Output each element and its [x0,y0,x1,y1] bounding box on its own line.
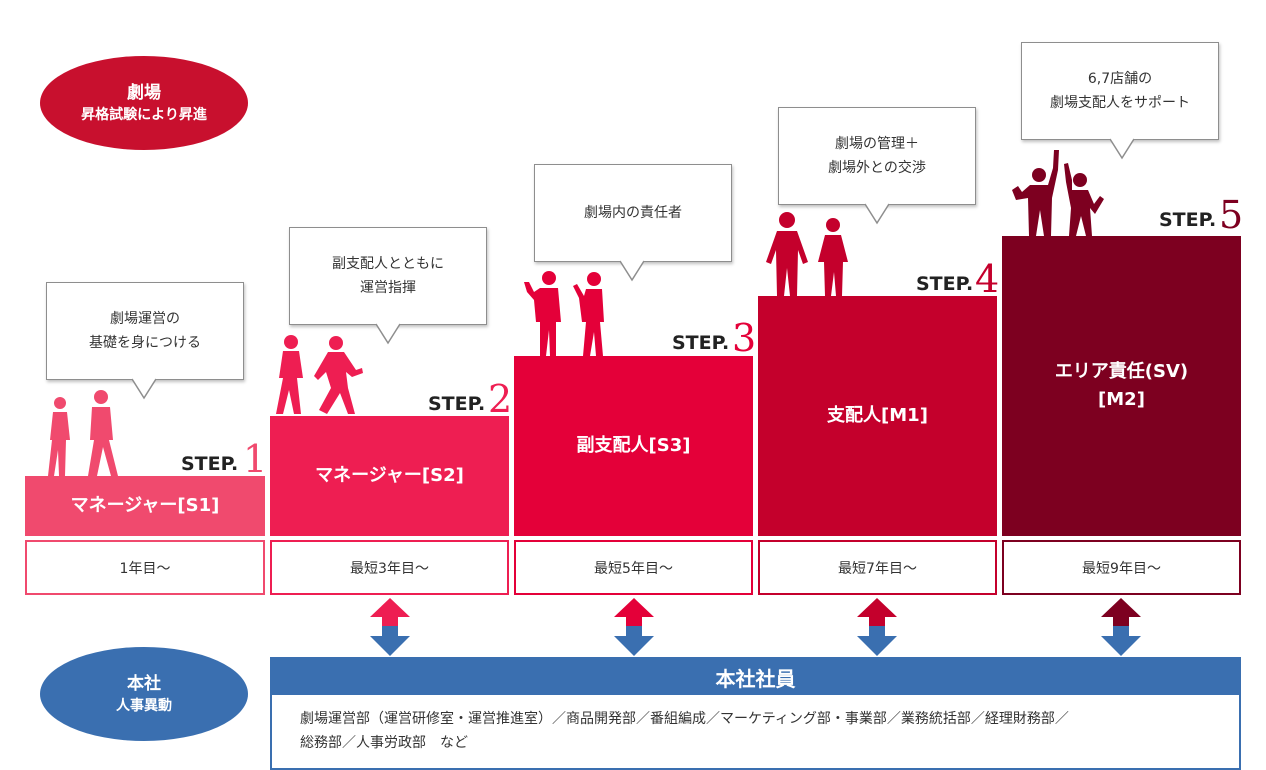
step-box-4: 支配人[M1] [758,296,997,536]
hq-label-subtitle: 人事異動 [116,698,172,714]
step-label-4: STEP. [916,273,974,295]
running-people-icon [276,335,363,414]
hq-label: 本社 人事異動 [40,647,248,741]
bubble-tail-5 [1109,138,1135,160]
year-box-1: 1年目〜 [25,540,265,595]
step-number-4: 4 [975,257,1000,301]
bubble-tail-2 [375,323,401,345]
hq-departments: 劇場運営部（運営研修室・運営推進室）／商品開発部／番組編成／マーケティング部・事… [300,711,1069,751]
double-arrow-icon-5 [1101,598,1141,656]
double-arrow-icon-4 [857,598,897,656]
step-role-4: 支配人[M1] [827,405,928,426]
theater-label-subtitle: 昇格試験により昇進 [81,107,207,123]
bubble-tail-4 [864,203,890,225]
step-label-3: STEP. [672,332,730,354]
year-text-1: 1年目〜 [119,560,171,577]
step-box-3: 副支配人[S3] [514,356,753,536]
step-label-5: STEP. [1159,209,1217,231]
step-role-1: マネージャー[S1] [70,495,220,516]
bubble-step-3: 劇場内の責任者 [534,164,732,262]
celebrating-people-icon [1012,150,1104,236]
step-number-3: 3 [732,316,757,360]
step-number-2: 2 [488,377,513,421]
bubble-tail-3 [619,260,645,282]
hq-box: 本社社員 劇場運営部（運営研修室・運営推進室）／商品開発部／番組編成／マーケティ… [270,657,1241,770]
walking-people-icon [48,390,118,476]
theater-label-title: 劇場 [127,83,161,103]
step-box-5: エリア責任(SV) [M2] [1002,236,1241,536]
bubble-step-1: 劇場運営の 基礎を身につける [46,282,244,380]
step-role-2: マネージャー[S2] [315,465,464,486]
double-arrow-icon-3 [614,598,654,656]
step-role-3: 副支配人[S3] [576,435,691,456]
step-label-2: STEP. [428,393,486,415]
step-label-1: STEP. [181,453,239,475]
hq-box-title: 本社社員 [272,659,1239,695]
year-box-2: 最短3年目〜 [270,540,509,595]
bubble-tail-1 [131,378,157,400]
year-box-5: 最短9年目〜 [1002,540,1241,595]
year-text-3: 最短5年目〜 [594,560,673,577]
step-box-1: マネージャー[S1] [25,476,265,536]
step-number-1: 1 [243,437,268,481]
step-role-5: エリア責任(SV) [1054,361,1189,382]
standing-people-icon [766,212,848,296]
step-box-2: マネージャー[S2] [270,416,509,536]
year-text-5: 最短9年目〜 [1082,560,1161,577]
theater-label: 劇場 昇格試験により昇進 [40,56,248,150]
step-role-5-line2: [M2] [1098,389,1145,410]
hq-label-title: 本社 [127,674,161,694]
pointing-people-icon [524,271,604,356]
step-number-5: 5 [1219,193,1244,237]
bubble-step-2: 副支配人とともに 運営指揮 [289,227,487,325]
year-text-4: 最短7年目〜 [838,560,917,577]
year-box-4: 最短7年目〜 [758,540,997,595]
bubble-step-4: 劇場の管理＋ 劇場外との交渉 [778,107,976,205]
double-arrow-icon-2 [370,598,410,656]
year-text-2: 最短3年目〜 [350,560,429,577]
year-box-3: 最短5年目〜 [514,540,753,595]
